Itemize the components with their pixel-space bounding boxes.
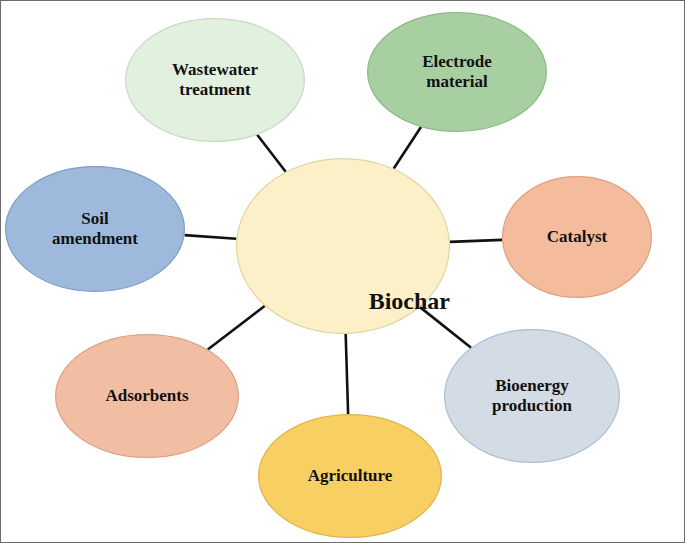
node-label: Electrode material — [402, 52, 512, 93]
connector-line — [346, 334, 348, 414]
connector-line — [208, 306, 265, 350]
coal-pile — [273, 217, 329, 242]
node-label: Agriculture — [308, 466, 393, 486]
service-ellipse: Catalyst — [502, 176, 652, 298]
connector-line — [185, 235, 237, 239]
ellipse-fill — [56, 335, 239, 458]
service-ellipse: Agriculture — [258, 414, 442, 538]
ellipse-fill — [503, 177, 652, 298]
ellipse-fill — [237, 159, 450, 334]
node-label: Wastewater treatment — [155, 60, 275, 101]
ellipse-fill — [368, 13, 547, 132]
node-label: Adsorbents — [105, 386, 188, 406]
ellipse-fill — [259, 415, 442, 538]
ellipse-fill — [445, 330, 620, 463]
node-label: Catalyst — [547, 227, 607, 247]
connector-line — [450, 240, 502, 242]
service-ellipse: Soil amendment — [5, 166, 185, 292]
node-label: Bioenergy production — [477, 376, 587, 417]
ellipse-fill — [126, 19, 305, 142]
service-ellipse: Adsorbents — [55, 334, 239, 458]
seedling — [278, 180, 328, 222]
center-ellipse: Biochar — [236, 158, 450, 334]
connector-line — [394, 127, 421, 169]
service-ellipse: Wastewater treatment — [125, 18, 305, 142]
ellipse-fill — [6, 167, 185, 292]
service-ellipse: Bioenergy production — [444, 329, 620, 463]
center-label: Biochar — [369, 287, 450, 316]
connector-line — [257, 135, 285, 172]
node-label: Soil amendment — [40, 209, 150, 250]
service-ellipse: Electrode material — [367, 12, 547, 132]
